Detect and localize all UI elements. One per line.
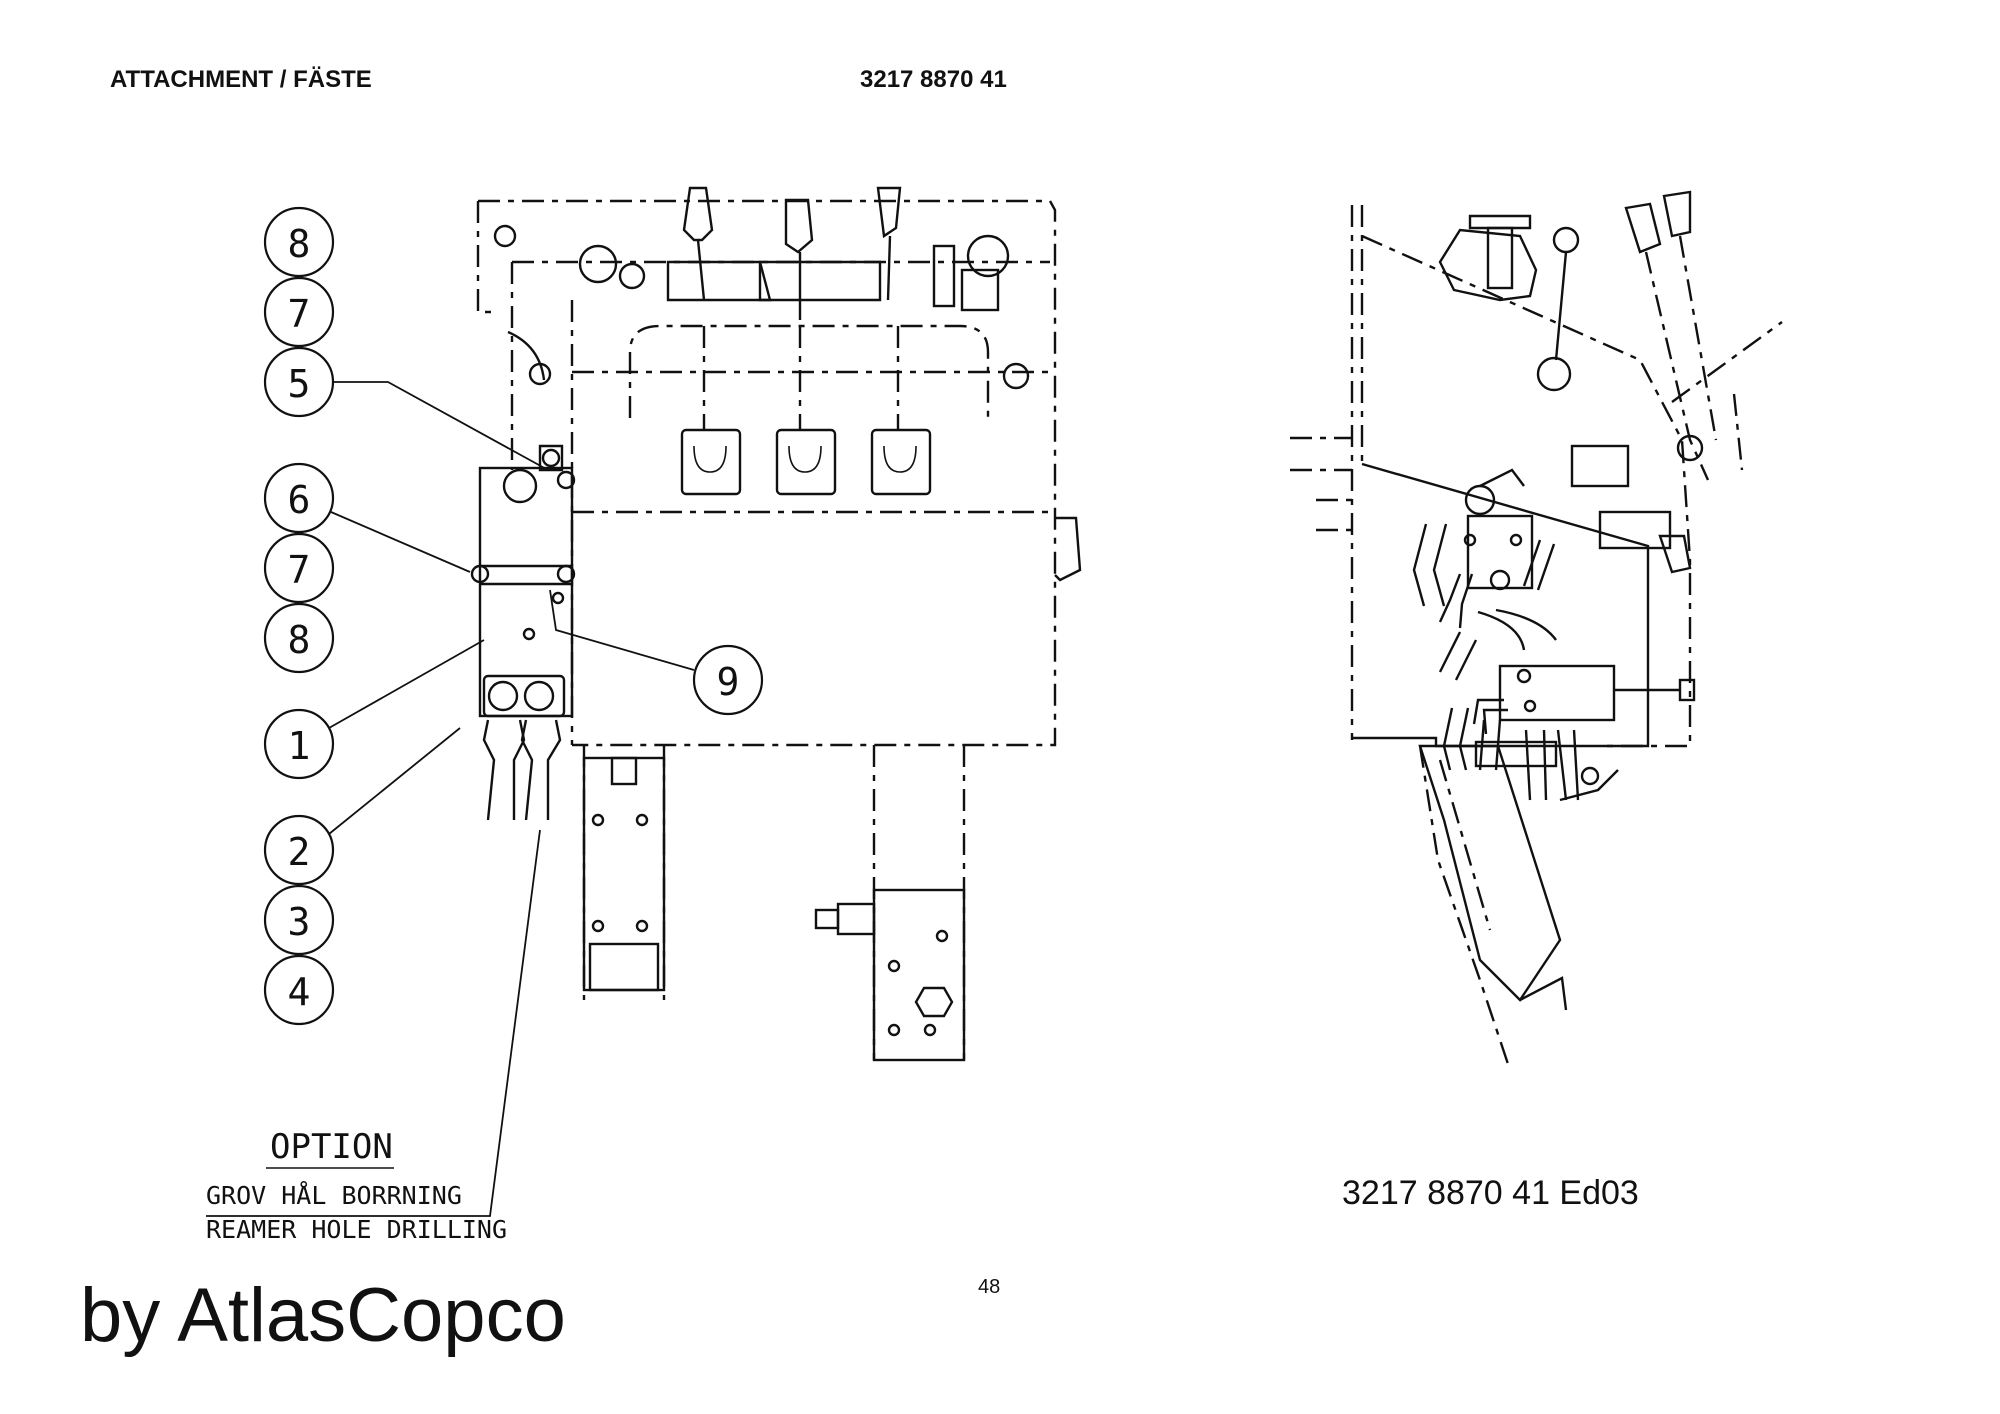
callout-bubble-9: 9 xyxy=(692,644,764,716)
part-number: 3217 8870 41 xyxy=(860,66,1007,93)
svg-text:9: 9 xyxy=(717,660,740,704)
svg-text:1: 1 xyxy=(288,724,311,768)
svg-text:6: 6 xyxy=(288,478,311,522)
svg-text:2: 2 xyxy=(288,830,311,874)
option-note: OPTION GROV HÅL BORRNING REAMER HOLE DRI… xyxy=(206,1127,507,1244)
callout-bubble-7-mid: 7 xyxy=(263,532,335,604)
svg-text:8: 8 xyxy=(288,222,311,266)
callout-bubble-1: 1 xyxy=(263,708,335,780)
callout-bubble-4: 4 xyxy=(263,954,335,1026)
svg-text:3: 3 xyxy=(288,900,311,944)
brand-label: by AtlasCopco xyxy=(80,1273,566,1358)
page-number: 48 xyxy=(978,1276,1001,1298)
edition-label: 3217 8870 41 Ed03 xyxy=(1342,1174,1639,1212)
callout-bubble-7-top: 7 xyxy=(263,276,335,348)
callout-bubble-8-mid: 8 xyxy=(263,602,335,674)
svg-text:7: 7 xyxy=(288,548,311,592)
option-line1: GROV HÅL BORRNING xyxy=(206,1181,462,1210)
callout-bubble-6: 6 xyxy=(263,462,335,534)
option-line2: REAMER HOLE DRILLING xyxy=(206,1215,507,1244)
callout-bubble-3: 3 xyxy=(263,884,335,956)
page-title: ATTACHMENT / FÄSTE xyxy=(110,66,372,93)
front-view xyxy=(470,186,1082,1062)
callout-bubble-5: 5 xyxy=(263,346,335,418)
callout-bubble-8-top: 8 xyxy=(263,206,335,278)
svg-text:5: 5 xyxy=(288,362,311,406)
callout-bubble-2: 2 xyxy=(263,814,335,886)
svg-text:8: 8 xyxy=(288,618,311,662)
side-view xyxy=(1290,190,1783,1071)
option-heading: OPTION xyxy=(270,1127,393,1167)
svg-text:7: 7 xyxy=(288,292,311,336)
svg-text:4: 4 xyxy=(288,970,311,1014)
callout-group: 8 7 5 6 7 8 1 2 xyxy=(206,206,764,1217)
